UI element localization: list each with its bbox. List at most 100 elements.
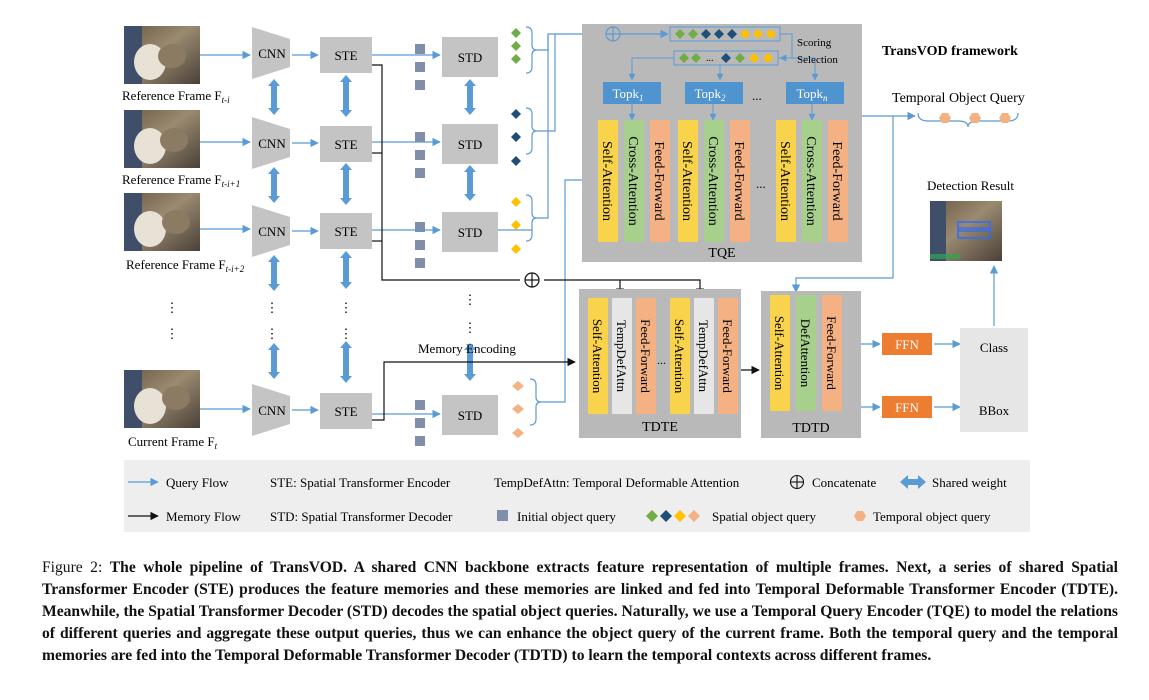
svg-text:⋮: ⋮ [266,300,279,315]
svg-text:⋮: ⋮ [464,292,477,307]
topk-2: Topk2 [685,82,743,104]
svg-text:Cross-Attention: Cross-Attention [803,136,818,225]
svg-text:Shared weight: Shared weight [932,475,1007,490]
selection-label: Selection [797,54,838,66]
scoring-label: Scoring [797,37,832,49]
svg-text:Concatenate: Concatenate [812,475,876,490]
vertical-ellipsis-group: ⋮ ⋮ ⋮ ⋮ ⋮ ⋮ ⋮ ⋮ [166,292,477,341]
std-block-1: STD [442,37,498,77]
svg-text:Initial object query: Initial object query [517,509,616,524]
tqe-layers-ellipsis: ... [756,176,766,191]
svg-text:TQE: TQE [708,246,735,261]
legend-spatial-query-icon [646,510,700,522]
topk-ellipsis: ... [752,88,762,103]
svg-text:⋮: ⋮ [340,326,353,341]
svg-text:Class: Class [980,340,1008,355]
topk-to-layer-arrows [628,104,816,121]
frame-thumbnail-1 [124,26,200,84]
ste-block-1: STE [320,37,372,73]
svg-text:Cross-Attention: Cross-Attention [625,136,640,225]
svg-text:Feed-Forward: Feed-Forward [720,319,735,393]
tdtd-layers: Self-Attention DefAttention Feed-Forward [770,295,842,411]
tqe-layers-group-2: Self-Attention Cross-Attention Feed-Forw… [678,120,750,242]
spatial-queries-frame-2 [511,109,521,166]
svg-text:STE: STE [334,137,357,152]
spatial-queries-current [512,381,524,438]
frame-label-2: Reference Frame Ft-i+1 [122,172,240,189]
detection-result-image [930,201,1002,261]
std-block-4: STD [442,395,498,435]
cnn-block-2: CNN [252,117,290,169]
legend-initial-query-icon [497,510,508,521]
svg-text:FFN: FFN [895,337,919,352]
svg-text:⋮: ⋮ [464,320,477,335]
frame-label-1: Reference Frame Ft-i [122,88,230,105]
svg-text:TempDefAttn: TempDefAttn [696,320,711,393]
temporal-query-to-tdtd-arrow [791,116,894,293]
frame-thumbnail-4 [124,370,200,428]
svg-text:STE: STE [334,224,357,239]
svg-text:TempDefAttn: Temporal Deformab: TempDefAttn: Temporal Deformable Attenti… [494,475,740,490]
topk-n: Topkn [786,82,844,104]
memory-encoding-label: Memory Encoding [418,341,516,356]
tdte-layers-group-1: Self-Attention TempDefAttn Feed-Forward [588,298,656,414]
frame-thumbnail-3 [124,193,200,251]
transvod-diagram: Reference Frame Ft-i Reference Frame Ft-… [122,24,1030,532]
svg-text:Memory Flow: Memory Flow [166,509,241,524]
svg-text:CNN: CNN [258,403,286,418]
svg-text:STE: STE [334,48,357,63]
frame-label-4: Current Frame Ft [128,434,218,451]
svg-text:Self-Attention: Self-Attention [679,141,694,221]
svg-text:TDTD: TDTD [792,421,829,436]
temporal-object-query-braces [917,112,1019,128]
tdte-layers-group-2: Self-Attention TempDefAttn Feed-Forward [670,298,738,414]
concatenate-symbol [524,272,540,288]
cnn-block-1: CNN [252,27,290,79]
ste-block-2: STE [320,126,372,162]
svg-text:Feed-Forward: Feed-Forward [731,141,746,220]
cnn-block-4: CNN [252,384,290,436]
svg-text:Temporal object query: Temporal object query [873,509,991,524]
query-braces [525,26,542,426]
svg-text:Topk1: Topk1 [612,86,643,103]
svg-text:Self-Attention: Self-Attention [590,319,605,394]
concatenated-queries [669,26,781,42]
svg-text:Query Flow: Query Flow [166,475,229,490]
svg-text:STD: STD [458,137,483,152]
ffn-class-head: FFN [882,333,932,355]
svg-text:Spatial object query: Spatial object query [712,509,816,524]
std-block-3: STD [442,212,498,252]
svg-text:⋮: ⋮ [340,300,353,315]
svg-text:Self-Attention: Self-Attention [777,141,792,221]
ffn-arrows [861,339,961,412]
svg-text:Feed-Forward: Feed-Forward [824,316,839,390]
svg-text:Topk2: Topk2 [694,86,726,103]
frame-thumbnail-2 [124,110,200,168]
svg-text:Feed-Forward: Feed-Forward [651,141,666,220]
svg-text:STD: STD [458,408,483,423]
legend: Query Flow Memory Flow STE: Spatial Tran… [124,460,1030,532]
spatial-queries-frame-3 [511,197,521,254]
ffn-bbox-head: FFN [882,396,932,418]
svg-text:TempDefAttn: TempDefAttn [614,320,629,393]
svg-text:Feed-Forward: Feed-Forward [829,141,844,220]
frame-label-3: Reference Frame Ft-i+2 [126,257,245,274]
caption-body: The whole pipeline of TransVOD. A shared… [42,559,1118,664]
svg-text:TDTE: TDTE [642,420,678,435]
svg-text:CNN: CNN [258,136,286,151]
topk-1: Topk1 [603,82,661,104]
svg-text:Self-Attention: Self-Attention [599,141,614,221]
svg-text:Topkn: Topkn [796,86,828,103]
tqe-concatenate [605,26,621,42]
query-flow-arrows [200,50,441,419]
svg-text:⋮: ⋮ [166,326,179,341]
framework-title: TransVOD framework [882,44,1018,59]
svg-text:STD: Spatial Transformer Decod: STD: Spatial Transformer Decoder [270,509,453,524]
svg-text:STD: STD [458,50,483,65]
svg-text:Self-Attention: Self-Attention [672,319,687,394]
svg-text:⋮: ⋮ [166,300,179,315]
detection-result-label: Detection Result [927,178,1014,193]
svg-text:STE: STE [334,404,357,419]
temporal-object-query-label: Temporal Object Query [892,91,1025,106]
tqe-layers-group-3: Self-Attention Cross-Attention Feed-Forw… [776,120,848,242]
